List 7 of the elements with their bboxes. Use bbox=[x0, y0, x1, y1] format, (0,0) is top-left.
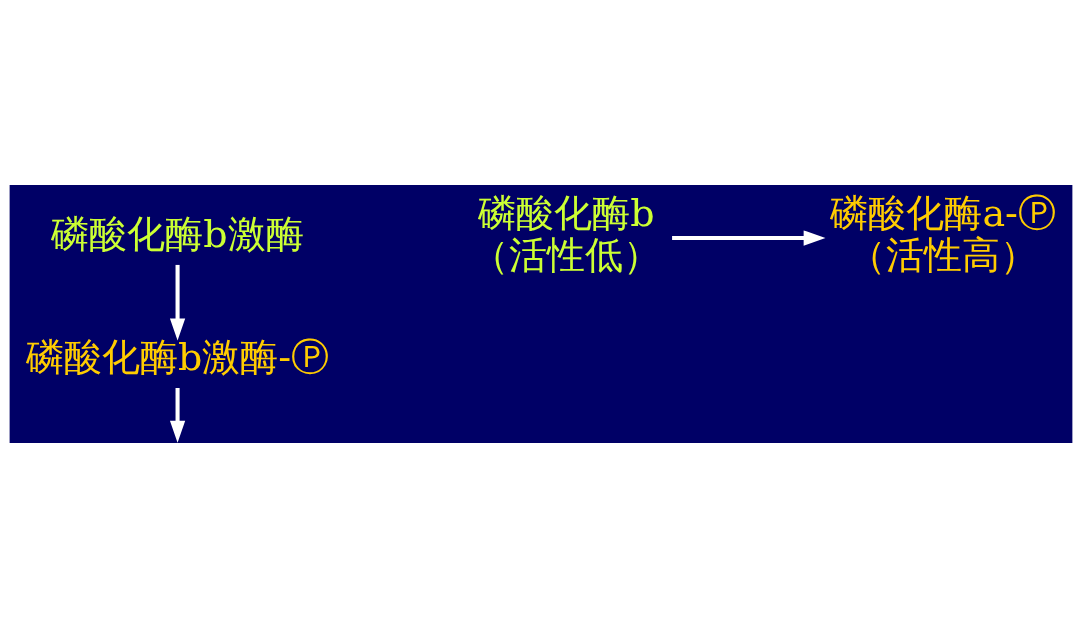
arrow bbox=[169, 264, 186, 340]
arrow bbox=[672, 229, 826, 246]
arrow bbox=[169, 387, 186, 443]
node-text: 磷酸化酶b激酶-Ⓟ bbox=[25, 334, 330, 379]
node-text: 磷酸化酶b （活性低） bbox=[471, 190, 662, 277]
node-text: 磷酸化酶b激酶 bbox=[51, 211, 304, 256]
node-text: 磷酸化酶a-Ⓟ （活性高） bbox=[830, 190, 1056, 277]
